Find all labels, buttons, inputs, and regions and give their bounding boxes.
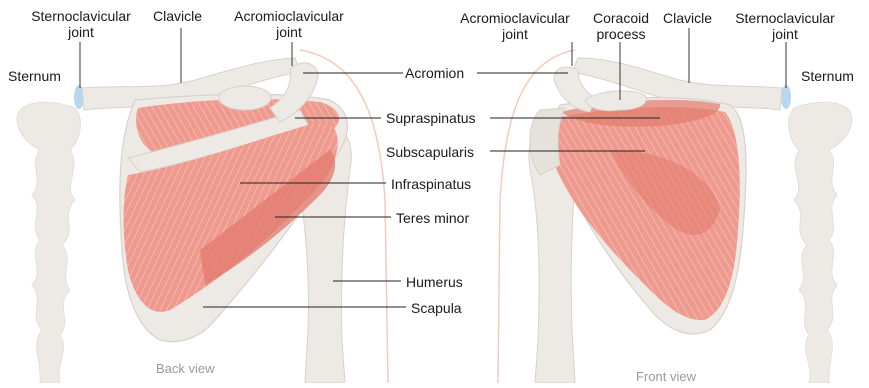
caption-front-view: Front view xyxy=(636,369,696,384)
label-line: Acromioclavicular xyxy=(225,8,353,24)
label-sternoclavicular-front: Sternoclavicular joint xyxy=(726,10,844,42)
label-acromioclavicular-back: Acromioclavicular joint xyxy=(225,8,353,40)
sternum-back xyxy=(17,102,81,383)
sternoclavicular-cartilage-front xyxy=(781,85,791,109)
label-acromioclavicular-front: Acromioclavicular joint xyxy=(451,10,579,42)
label-clavicle-front: Clavicle xyxy=(663,10,712,26)
label-line: Sternoclavicular xyxy=(726,10,844,26)
label-coracoid: Coracoid process xyxy=(584,10,658,42)
label-teres-minor: Teres minor xyxy=(396,210,469,226)
label-infraspinatus: Infraspinatus xyxy=(391,176,471,192)
label-subscapularis: Subscapularis xyxy=(386,144,474,160)
label-line: process xyxy=(584,26,658,42)
label-line: joint xyxy=(726,26,844,42)
label-sternum-back: Sternum xyxy=(8,68,61,84)
label-clavicle-back: Clavicle xyxy=(153,8,202,24)
label-sternum-front: Sternum xyxy=(801,68,854,84)
back-view xyxy=(17,50,388,383)
label-line: Coracoid xyxy=(584,10,658,26)
label-line: Acromioclavicular xyxy=(451,10,579,26)
caption-back-view: Back view xyxy=(156,361,215,376)
label-supraspinatus: Supraspinatus xyxy=(386,110,476,126)
label-line: joint xyxy=(451,26,579,42)
label-sternoclavicular-back: Sternoclavicular joint xyxy=(20,8,142,40)
label-scapula: Scapula xyxy=(411,300,462,316)
label-acromion: Acromion xyxy=(405,65,464,81)
sternum-front xyxy=(789,102,853,383)
label-line: joint xyxy=(225,24,353,40)
coracoid-front xyxy=(585,91,646,111)
label-humerus: Humerus xyxy=(406,274,463,290)
label-line: Sternoclavicular xyxy=(20,8,142,24)
label-line: joint xyxy=(20,24,142,40)
humeral-head-back xyxy=(219,86,271,110)
front-view xyxy=(498,50,852,383)
